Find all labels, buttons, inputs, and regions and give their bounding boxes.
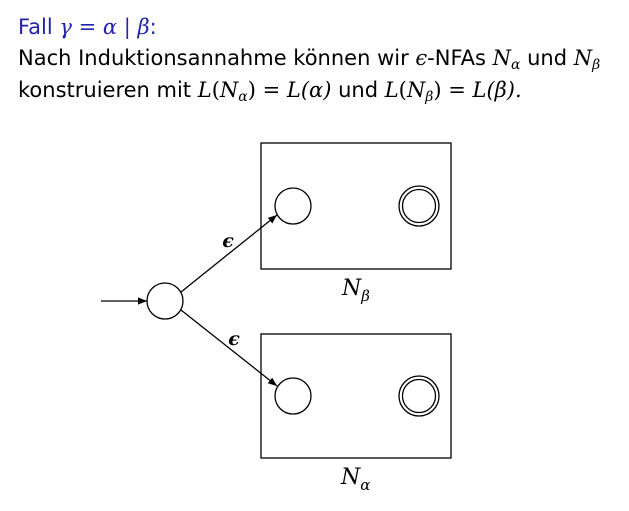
open1: (	[211, 78, 220, 102]
epsilon-edge-to-n-beta	[180, 214, 278, 293]
box-n-alpha	[260, 333, 452, 459]
start-state-n-beta	[274, 187, 312, 225]
l2: L	[286, 78, 301, 102]
line1-pre: Nach Induktionsannahme können wir	[18, 46, 416, 70]
n3-sub: β	[425, 89, 434, 105]
n-alpha-label: Nα	[340, 465, 370, 494]
accept-state-n-alpha-outer	[398, 375, 440, 417]
case-word: Fall	[18, 15, 53, 39]
new-start-state	[146, 282, 184, 320]
n-beta-label-base: N	[341, 276, 362, 301]
n-alpha-label-base: N	[340, 465, 361, 490]
arg4: (β).	[486, 78, 522, 102]
n-beta-label: Nβ	[341, 276, 370, 305]
language-sentence: konstruieren mit L(Nα) = L(α) und L(Nβ) …	[18, 77, 522, 105]
l1: L	[197, 78, 212, 102]
epsilon-edge-to-n-alpha	[180, 309, 278, 387]
epsilon-label-bottom: ϵ	[228, 328, 240, 350]
n-alpha-label-sub: α	[360, 476, 370, 494]
line1-nfas: -NFAs	[427, 46, 493, 70]
n-beta-sub: β	[592, 57, 601, 73]
n-beta-label-sub: β	[360, 287, 370, 305]
accept-state-n-beta-outer	[398, 185, 440, 227]
l3: L	[384, 78, 399, 102]
l4: L	[472, 78, 487, 102]
epsilon-label-top: ϵ	[222, 230, 234, 252]
accept-state-n-beta-inner	[401, 188, 437, 224]
epsilon-symbol: ϵ	[415, 46, 428, 70]
case-formula: γ = α | β	[59, 15, 150, 39]
n-beta-base: N	[573, 46, 593, 70]
box-n-beta	[260, 142, 452, 270]
line1-und: und	[520, 46, 574, 70]
n-alpha-sub: α	[510, 57, 521, 73]
close3: ) =	[433, 78, 473, 102]
close1: ) =	[247, 78, 287, 102]
induction-sentence: Nach Induktionsannahme können wir ϵ-NFAs…	[18, 45, 601, 73]
line2-und: und	[331, 78, 385, 102]
open3: (	[398, 78, 407, 102]
arg1: (α)	[300, 78, 332, 102]
case-heading: Fall γ = α | β:	[18, 14, 157, 40]
case-colon: :	[149, 15, 157, 39]
start-state-n-alpha	[274, 377, 312, 415]
n-sub-2: α	[238, 89, 248, 105]
n-alpha-base: N	[492, 46, 511, 70]
n-base-2: N	[219, 78, 239, 102]
line2-pre: konstruieren mit	[18, 78, 198, 102]
n3-base: N	[406, 78, 426, 102]
accept-state-n-alpha-inner	[401, 378, 437, 414]
